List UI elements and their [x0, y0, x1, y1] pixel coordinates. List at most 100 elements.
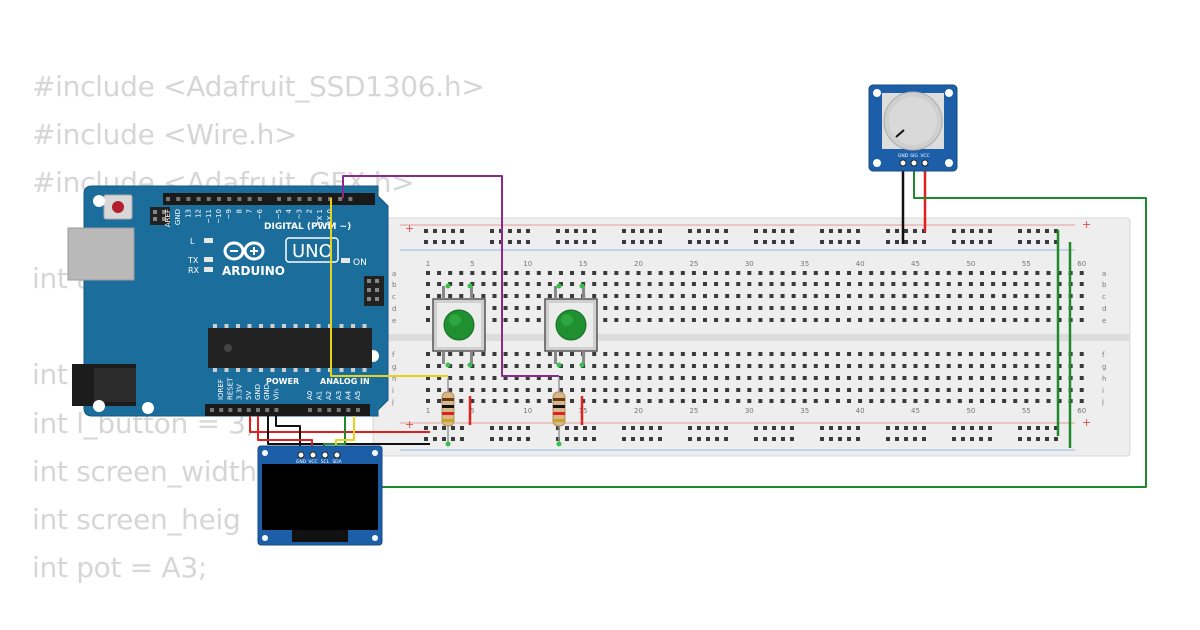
- bb-rail-hole[interactable]: [565, 437, 569, 441]
- bb-hole[interactable]: [658, 352, 663, 356]
- bb-hole[interactable]: [1046, 376, 1051, 380]
- bb-rail-hole[interactable]: [1054, 437, 1058, 441]
- bb-hole[interactable]: [614, 388, 619, 392]
- bb-hole[interactable]: [492, 388, 497, 392]
- pushbutton-2[interactable]: [544, 286, 598, 364]
- bb-hole[interactable]: [1024, 306, 1029, 310]
- bb-hole[interactable]: [525, 306, 530, 310]
- bb-hole[interactable]: [924, 294, 929, 298]
- bb-hole[interactable]: [691, 352, 696, 356]
- bb-hole[interactable]: [824, 388, 829, 392]
- bb-hole[interactable]: [669, 306, 674, 310]
- bb-hole[interactable]: [536, 306, 541, 310]
- bb-hole[interactable]: [1079, 271, 1084, 275]
- bb-rail-hole[interactable]: [574, 426, 578, 430]
- bb-hole[interactable]: [902, 306, 907, 310]
- bb-hole[interactable]: [880, 352, 885, 356]
- bb-rail-hole[interactable]: [886, 426, 890, 430]
- bb-hole[interactable]: [1079, 364, 1084, 368]
- bb-hole[interactable]: [558, 376, 563, 380]
- bb-hole[interactable]: [968, 294, 973, 298]
- header-pin[interactable]: [219, 408, 224, 412]
- bb-hole[interactable]: [625, 352, 630, 356]
- bb-rail-hole[interactable]: [631, 240, 635, 244]
- bb-hole[interactable]: [957, 318, 962, 322]
- bb-hole[interactable]: [625, 388, 630, 392]
- bb-hole[interactable]: [703, 376, 707, 380]
- bb-hole[interactable]: [514, 282, 519, 286]
- bb-hole[interactable]: [769, 282, 774, 286]
- bb-rail-hole[interactable]: [904, 437, 908, 441]
- wire-red-5v-rail[interactable]: [249, 416, 430, 433]
- bb-rail-hole[interactable]: [460, 240, 464, 244]
- bb-rail-hole[interactable]: [820, 229, 824, 233]
- bb-hole[interactable]: [991, 376, 996, 380]
- bb-rail-hole[interactable]: [856, 240, 860, 244]
- bb-rail-hole[interactable]: [451, 426, 455, 430]
- bb-hole[interactable]: [902, 271, 907, 275]
- bb-hole[interactable]: [1002, 352, 1007, 356]
- bb-rail-hole[interactable]: [1036, 240, 1040, 244]
- bb-hole[interactable]: [858, 352, 863, 356]
- bb-hole[interactable]: [847, 376, 852, 380]
- bb-hole[interactable]: [835, 294, 840, 298]
- bb-hole[interactable]: [913, 376, 918, 380]
- bb-hole[interactable]: [847, 271, 852, 275]
- bb-hole[interactable]: [847, 282, 852, 286]
- bb-rail-hole[interactable]: [442, 240, 446, 244]
- bb-hole[interactable]: [647, 271, 652, 275]
- bb-hole[interactable]: [957, 282, 962, 286]
- bb-hole[interactable]: [980, 306, 984, 310]
- bb-hole[interactable]: [736, 318, 741, 322]
- bb-hole[interactable]: [813, 282, 818, 286]
- bb-hole[interactable]: [536, 364, 541, 368]
- bb-hole[interactable]: [991, 364, 996, 368]
- bb-hole[interactable]: [725, 271, 730, 275]
- bb-rail-hole[interactable]: [706, 437, 710, 441]
- bb-rail-hole[interactable]: [640, 426, 644, 430]
- bb-hole[interactable]: [769, 364, 774, 368]
- bb-hole[interactable]: [880, 399, 885, 403]
- bb-rail-hole[interactable]: [592, 437, 596, 441]
- bb-hole[interactable]: [437, 364, 442, 368]
- bb-hole[interactable]: [503, 306, 508, 310]
- bb-hole[interactable]: [935, 294, 940, 298]
- bb-hole[interactable]: [725, 388, 730, 392]
- bb-hole[interactable]: [913, 318, 918, 322]
- bb-hole[interactable]: [991, 352, 996, 356]
- bb-hole[interactable]: [481, 282, 486, 286]
- bb-rail-hole[interactable]: [838, 426, 842, 430]
- reset-button[interactable]: [112, 201, 124, 213]
- bb-rail-hole[interactable]: [460, 229, 464, 233]
- bb-hole[interactable]: [1035, 306, 1040, 310]
- bb-hole[interactable]: [470, 364, 475, 368]
- bb-rail-hole[interactable]: [763, 437, 767, 441]
- bb-hole[interactable]: [880, 388, 885, 392]
- bb-hole[interactable]: [437, 376, 442, 380]
- bb-hole[interactable]: [525, 364, 530, 368]
- bb-hole[interactable]: [625, 318, 630, 322]
- bb-rail-hole[interactable]: [688, 240, 692, 244]
- bb-rail-hole[interactable]: [460, 426, 464, 430]
- bb-hole[interactable]: [847, 318, 852, 322]
- bb-hole[interactable]: [980, 271, 984, 275]
- bb-hole[interactable]: [725, 318, 730, 322]
- bb-hole[interactable]: [902, 294, 907, 298]
- bb-hole[interactable]: [813, 318, 818, 322]
- bb-rail-hole[interactable]: [961, 240, 965, 244]
- bb-hole[interactable]: [946, 388, 951, 392]
- bb-rail-hole[interactable]: [913, 426, 917, 430]
- bb-hole[interactable]: [603, 318, 608, 322]
- bb-hole[interactable]: [547, 364, 552, 368]
- bb-hole[interactable]: [991, 388, 996, 392]
- bb-rail-hole[interactable]: [688, 426, 692, 430]
- bb-hole[interactable]: [1002, 318, 1007, 322]
- bb-hole[interactable]: [448, 352, 453, 356]
- bb-hole[interactable]: [869, 352, 874, 356]
- bb-hole[interactable]: [636, 318, 641, 322]
- bb-hole[interactable]: [658, 399, 663, 403]
- bb-rail-hole[interactable]: [649, 426, 653, 430]
- bb-hole[interactable]: [1079, 352, 1084, 356]
- bb-hole[interactable]: [869, 399, 874, 403]
